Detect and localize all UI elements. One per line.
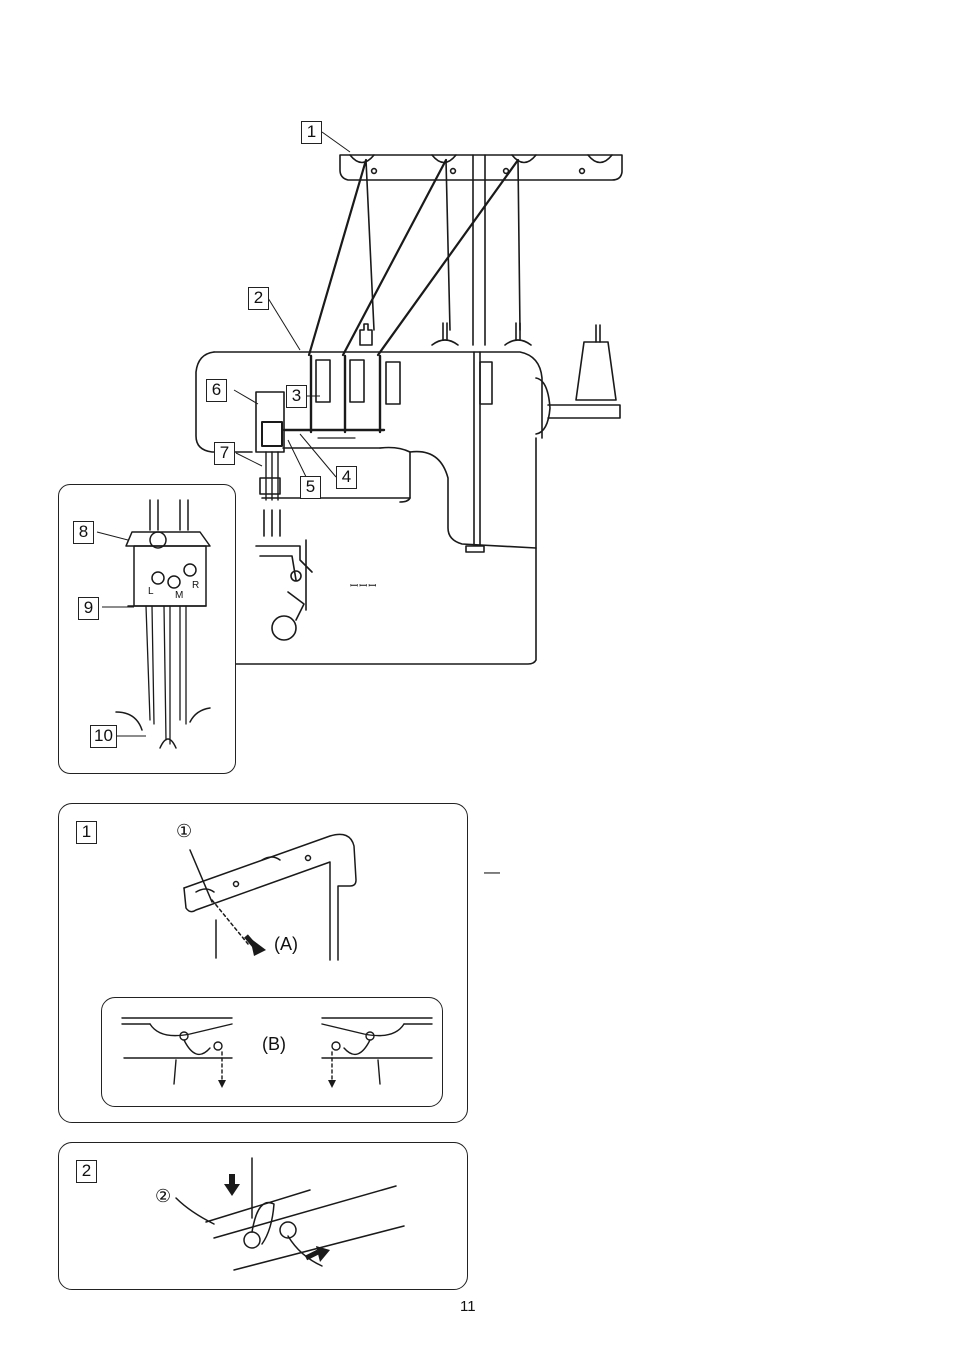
- step2-ref-marker: ②: [155, 1186, 171, 1207]
- page-number: 11: [460, 1298, 476, 1315]
